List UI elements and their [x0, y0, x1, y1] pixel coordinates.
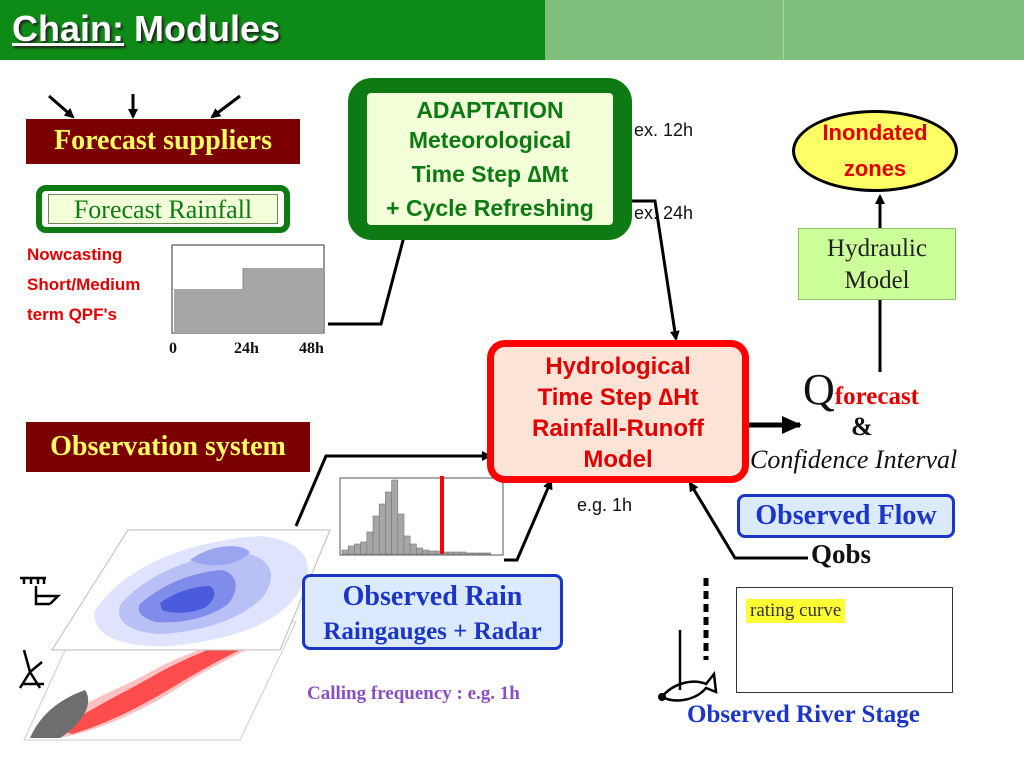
- observed-river-stage-label: Observed River Stage: [687, 701, 920, 728]
- histogram-bar: [403, 535, 411, 555]
- observed-rain-histogram: [339, 476, 504, 556]
- hydro-line-1: Hydrological: [545, 353, 691, 380]
- histogram-bar: [385, 491, 392, 555]
- rating-curve-label: rating curve: [746, 599, 846, 623]
- confidence-interval-label: Confidence Interval: [750, 445, 958, 474]
- ex-12h-label: ex. 12h: [634, 120, 694, 140]
- observed-rain-title: Observed Rain: [342, 581, 523, 612]
- ampersand-label: &: [851, 412, 873, 441]
- nowcast-line-2: Short/Medium: [27, 275, 141, 294]
- eg-1h-label: e.g. 1h: [577, 495, 633, 515]
- histogram-bar: [484, 552, 492, 555]
- header-decor-panel-right: [783, 0, 1024, 60]
- forecast-suppliers-box: Forecast suppliers: [26, 119, 300, 164]
- histogram-bar: [459, 551, 467, 555]
- arrow-observation-to-hydro: [294, 451, 492, 527]
- adaptation-line-1: ADAPTATION: [416, 97, 564, 123]
- forecast-rainfall-box: Forecast Rainfall: [36, 185, 290, 233]
- forecast-bar-0-24h: [174, 289, 243, 333]
- q-letter: Q: [803, 365, 835, 414]
- title-suffix: Modules: [134, 8, 281, 49]
- arrow-qobs-to-hydro: [688, 481, 808, 560]
- histogram-bar: [409, 543, 417, 555]
- inondated-line-1: Inondated: [822, 120, 928, 145]
- forecast-rainfall-label: Forecast Rainfall: [48, 194, 278, 224]
- observed-rain-subtitle: Raingauges + Radar: [323, 618, 542, 645]
- observed-rain-box: Observed Rain Raingauges + Radar: [302, 574, 563, 650]
- hydro-line-2: Time Step ∆Ht: [537, 384, 699, 411]
- calling-frequency-label: Calling frequency : e.g. 1h: [307, 683, 520, 704]
- chart-tick-48h: 48h: [299, 340, 324, 357]
- q-subscript: forecast: [834, 383, 919, 410]
- q-forecast-label: Qforecast: [803, 364, 919, 415]
- hydraulic-line-1: Hydraulic: [827, 235, 927, 262]
- ex-24h-label: ex. 24h: [634, 203, 694, 223]
- histogram-bar: [453, 551, 461, 555]
- arrow-rain-to-hydro: [504, 479, 553, 562]
- river-gauge-icon: [658, 578, 718, 702]
- nowcasting-label: Nowcasting Short/Medium term QPF's: [27, 240, 177, 330]
- supplier-arrow-left: [48, 94, 75, 119]
- histogram-bar: [416, 547, 423, 555]
- observed-flow-box: Observed Flow: [737, 494, 955, 538]
- chart-tick-24h: 24h: [234, 340, 259, 357]
- histogram-bar: [478, 552, 485, 555]
- adaptation-text: ADAPTATION Meteorological Time Step ∆Mt …: [367, 93, 613, 225]
- histogram-bar: [378, 503, 386, 555]
- histogram-bar: [372, 515, 380, 555]
- radar-map-lower: [23, 621, 297, 741]
- raingauge-icon: [20, 576, 62, 606]
- hydrological-model-box: Hydrological Time Step ∆Ht Rainfall-Runo…: [487, 340, 749, 483]
- histogram-bar: [428, 550, 436, 555]
- adaptation-box: ADAPTATION Meteorological Time Step ∆Mt …: [348, 78, 632, 240]
- qobs-label: Qobs: [811, 539, 872, 569]
- histogram-bar: [471, 552, 479, 555]
- adaptation-line-2: Meteorological: [408, 127, 572, 153]
- histogram-bar: [397, 513, 405, 555]
- histogram-bar: [360, 541, 368, 555]
- forecast-bar-24-48h: [243, 268, 323, 333]
- hydraulic-line-2: Model: [844, 267, 910, 294]
- histogram-bar: [447, 551, 454, 555]
- title-prefix: Chain:: [12, 8, 124, 49]
- header-decor-panel: [545, 0, 783, 60]
- adaptation-line-3: Time Step ∆Mt: [411, 161, 569, 187]
- inondated-line-2: zones: [843, 156, 907, 181]
- radar-dish-icon: [18, 649, 44, 689]
- histogram-bar: [366, 531, 374, 555]
- histogram-bar: [347, 545, 355, 555]
- supplier-input-arrows: [48, 94, 241, 119]
- observation-system-box: Observation system: [26, 422, 310, 472]
- hydro-line-4: Model: [583, 446, 653, 473]
- hydraulic-model-box: Hydraulic Model: [798, 228, 956, 300]
- histogram-bar: [354, 543, 361, 555]
- histogram-bar: [465, 552, 473, 555]
- page-title: Chain: Modules: [12, 8, 280, 50]
- histogram-bar: [422, 549, 430, 555]
- radar-map-upper: [51, 529, 331, 651]
- histogram-bar: [341, 549, 349, 555]
- nowcast-line-1: Nowcasting: [27, 245, 123, 264]
- hydro-line-3: Rainfall-Runoff: [532, 415, 704, 442]
- arrow-forecast-to-adaptation: [328, 227, 409, 326]
- histogram-bar: [391, 479, 399, 555]
- nowcast-line-3: term QPF's: [27, 305, 118, 324]
- header-title-panel: [0, 0, 545, 60]
- inondated-zones-ellipse: Inondated zones: [792, 110, 958, 192]
- forecast-rainfall-chart: [171, 244, 325, 334]
- arrow-adaptation-to-hydro: [621, 199, 680, 341]
- supplier-arrow-right: [210, 94, 241, 119]
- adaptation-line-4: + Cycle Refreshing: [386, 195, 594, 221]
- chart-tick-0: 0: [169, 340, 177, 357]
